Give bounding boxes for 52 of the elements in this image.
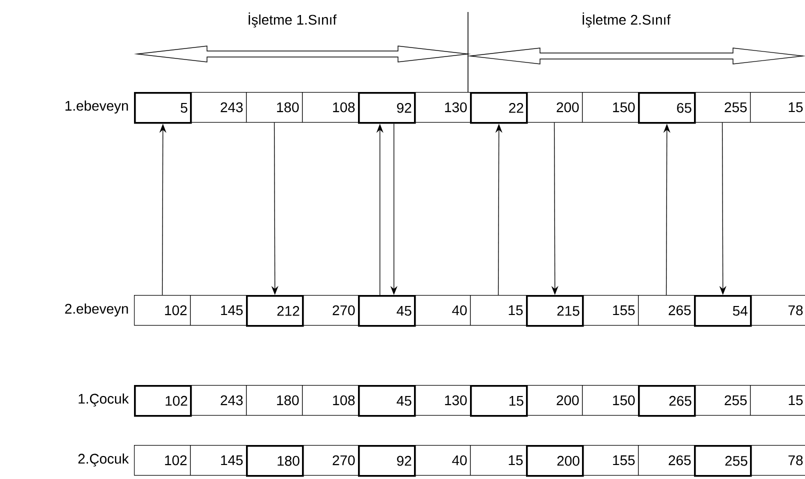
value-cell: 15 xyxy=(470,444,527,476)
value-cell: 145 xyxy=(190,444,247,476)
value-cell: 102 xyxy=(134,444,191,476)
value-cell: 180 xyxy=(246,444,304,477)
value-cell: 40 xyxy=(414,294,471,326)
value-cell: 15 xyxy=(750,92,805,123)
value-cell: 92 xyxy=(358,92,416,124)
value-cell: 200 xyxy=(526,444,584,477)
value-cell: 200 xyxy=(526,92,583,123)
value-cell: 150 xyxy=(582,92,639,123)
value-cell: 180 xyxy=(246,384,303,416)
column-heading: İşletme 1.Sınıf xyxy=(248,12,337,28)
value-cell: 243 xyxy=(190,92,247,123)
value-cell: 130 xyxy=(414,384,471,416)
value-cell: 265 xyxy=(638,444,695,476)
value-cell: 54 xyxy=(694,294,752,327)
value-cell: 270 xyxy=(302,294,359,326)
value-cell: 40 xyxy=(414,444,471,476)
row-label: 1.Çocuk xyxy=(78,393,129,407)
value-cell: 155 xyxy=(582,444,639,476)
value-cell: 155 xyxy=(582,294,639,326)
value-cell: 15 xyxy=(470,384,528,417)
value-cell: 108 xyxy=(302,384,359,416)
value-cell: 102 xyxy=(134,384,192,417)
value-cell: 15 xyxy=(750,384,805,416)
value-cell: 130 xyxy=(414,92,471,123)
value-cell: 243 xyxy=(190,384,247,416)
value-cell: 270 xyxy=(302,444,359,476)
value-cell: 15 xyxy=(470,294,527,326)
value-cell: 265 xyxy=(638,384,696,417)
value-cell: 78 xyxy=(750,444,805,476)
value-cell: 5 xyxy=(134,92,192,124)
value-cell: 108 xyxy=(302,92,359,123)
value-cell: 255 xyxy=(694,384,751,416)
value-cell: 265 xyxy=(638,294,695,326)
value-cell: 102 xyxy=(134,294,191,326)
value-cell: 200 xyxy=(526,384,583,416)
value-cell: 212 xyxy=(246,294,304,327)
value-cell: 65 xyxy=(638,92,696,124)
value-cell: 255 xyxy=(694,92,751,123)
value-cell: 145 xyxy=(190,294,247,326)
value-cell: 45 xyxy=(358,294,416,327)
value-cell: 78 xyxy=(750,294,805,326)
value-cell: 150 xyxy=(582,384,639,416)
value-cell: 180 xyxy=(246,92,303,123)
value-cell: 255 xyxy=(694,444,752,477)
column-heading: İşletme 2.Sınıf xyxy=(582,12,671,28)
value-cell: 215 xyxy=(526,294,584,327)
value-cell: 92 xyxy=(358,444,416,477)
row-label: 2.Çocuk xyxy=(78,453,129,467)
value-cell: 22 xyxy=(470,92,528,124)
value-cell: 45 xyxy=(358,384,416,417)
